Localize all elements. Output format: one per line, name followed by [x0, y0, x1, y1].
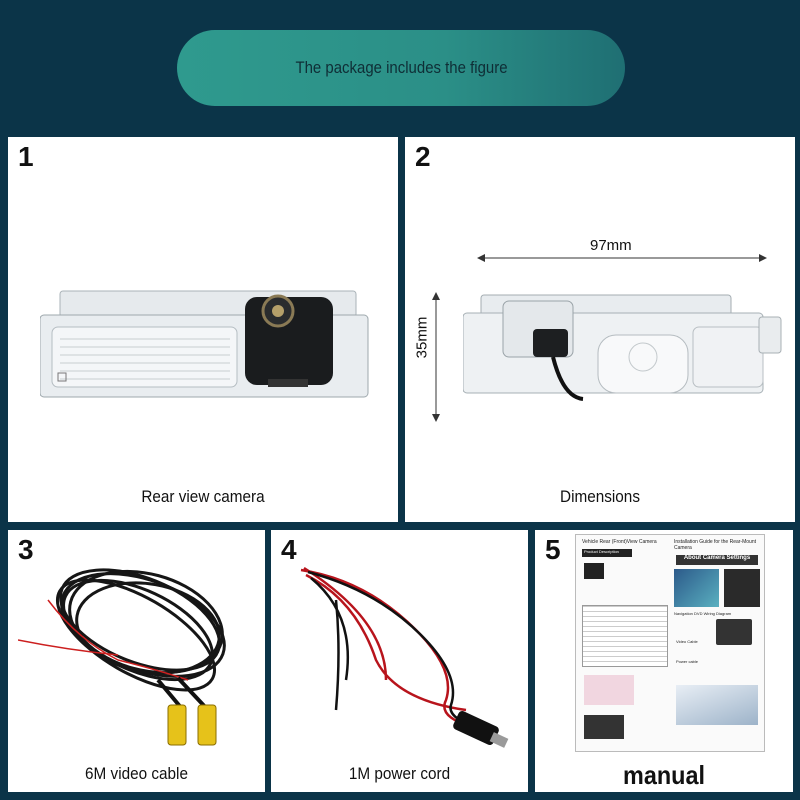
panel-dimensions: 2 97mm 35mm Dimensions [405, 137, 795, 522]
panel-caption: 1M power cord [348, 764, 451, 783]
video-cable-image [18, 568, 226, 746]
manual-sheet: Vehicle Rear (Front)View Camera Installa… [575, 534, 765, 752]
power-cord-image [300, 566, 509, 748]
manual-screen-image [674, 569, 719, 607]
manual-head-unit-image [716, 619, 752, 645]
panel-number: 3 [18, 534, 34, 565]
panel-number: 5 [545, 534, 561, 565]
width-dimension-arrow [477, 254, 767, 262]
manual-image [584, 563, 604, 579]
panel-manual: 5 Vehicle Rear (Front)View Camera Instal… [535, 530, 793, 792]
manual-video-label: Video Cable [676, 639, 698, 644]
panel-rear-camera: 1 Rear view camera [8, 137, 398, 522]
panel-power-cord: 4 1M power cord [271, 530, 528, 792]
height-label: 35mm [413, 316, 431, 359]
manual-bottom-image [584, 715, 624, 739]
panel-caption: 6M video cable [85, 764, 188, 783]
manual-photo-image [584, 675, 634, 705]
height-dimension-arrow [432, 292, 440, 422]
manual-left-title: Vehicle Rear (Front)View Camera [582, 539, 657, 545]
manual-spec-table [582, 605, 668, 667]
panel-caption: Dimensions [560, 487, 640, 506]
panel-number: 4 [281, 534, 297, 565]
panel-video-cable: 3 6M video cable [8, 530, 265, 792]
panel-number: 2 [415, 141, 431, 172]
panel-caption: Rear view camera [141, 487, 265, 506]
manual-wiring-label: Navigation DVD Wiring Diagram [674, 611, 732, 616]
header-title: The package includes the figure [294, 58, 508, 77]
manual-settings-list [724, 569, 760, 607]
width-label: 97mm [590, 237, 632, 254]
manual-car-image [676, 685, 758, 725]
manual-section-label: Product Description [582, 549, 632, 557]
header-banner: The package includes the figure [177, 30, 625, 106]
dimension-camera-image [463, 294, 782, 401]
manual-settings-title: About Camera Settings [676, 555, 758, 565]
panel-number: 1 [18, 141, 34, 172]
rear-camera-image [40, 290, 369, 398]
panel-caption: manual [623, 760, 705, 790]
manual-power-label: Power cable [676, 659, 699, 664]
manual-right-title: Installation Guide for the Rear-Mount Ca… [674, 539, 756, 551]
